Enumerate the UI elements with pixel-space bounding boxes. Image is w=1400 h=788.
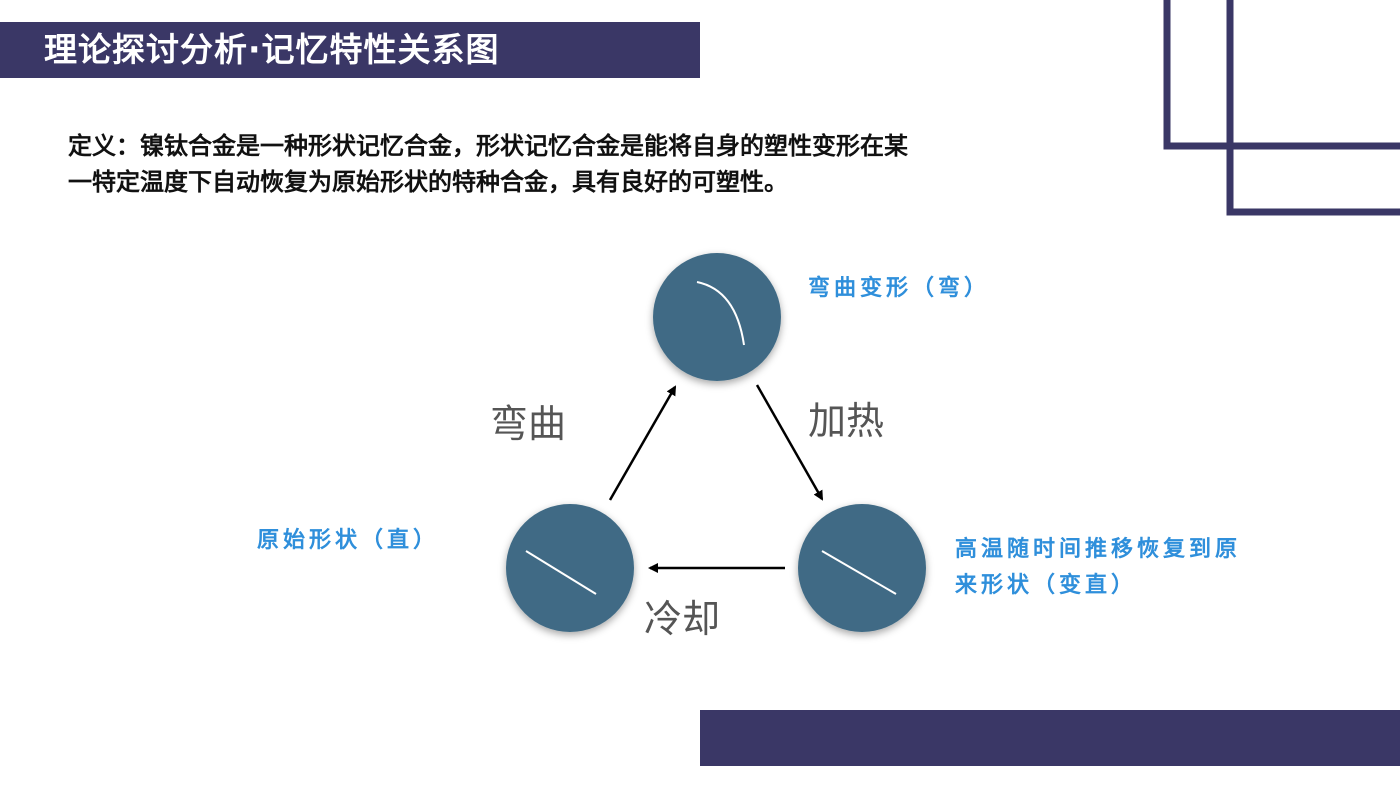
node-bent-label: 弯曲变形（弯）	[808, 276, 991, 301]
bottom-bar	[700, 710, 1400, 766]
node-original-circle	[506, 504, 634, 632]
node-bent	[653, 253, 781, 381]
node-original	[506, 504, 634, 632]
node-bent-circle	[653, 253, 781, 381]
node-recovered-circle	[798, 504, 926, 632]
arrow-bend	[608, 385, 677, 501]
node-recovered-label-line-2: 来形状（变直）	[955, 573, 1138, 598]
bent-wire-icon	[696, 281, 745, 346]
straight-wire-icon	[525, 550, 597, 595]
definition-line-2: 一特定温度下自动恢复为原始形状的特种合金，具有良好的可塑性。	[68, 168, 788, 196]
definition-line-1: 定义：镍钛合金是一种形状记忆合金，形状记忆合金是能将自身的塑性变形在某	[68, 132, 908, 160]
page-title: 理论探讨分析·记忆特性关系图	[44, 30, 500, 69]
edge-label-heat: 加热	[808, 399, 885, 443]
edge-label-bend: 弯曲	[490, 402, 567, 446]
node-recovered	[798, 504, 926, 632]
frame-outer-line	[1163, 0, 1400, 150]
frame-inner-line	[1226, 0, 1400, 216]
definition-text: 定义：镍钛合金是一种形状记忆合金，形状记忆合金是能将自身的塑性变形在某 一特定温…	[68, 128, 1128, 200]
node-original-label: 原始形状（直）	[257, 528, 440, 553]
edge-label-cool: 冷却	[644, 597, 721, 641]
node-recovered-label-line-1: 高温随时间推移恢复到原	[955, 537, 1242, 562]
title-bar: 理论探讨分析·记忆特性关系图	[0, 22, 700, 78]
decorative-frame	[1163, 0, 1400, 216]
arrow-heat	[755, 384, 824, 501]
recovered-wire-icon	[821, 550, 897, 595]
